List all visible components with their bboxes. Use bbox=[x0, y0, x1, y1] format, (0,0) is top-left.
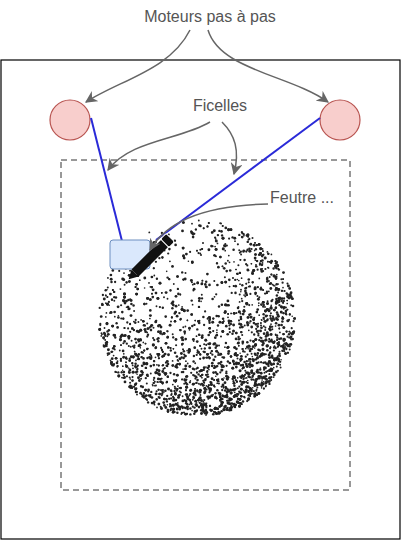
board-frame bbox=[1, 60, 400, 539]
stippled-sphere bbox=[98, 220, 296, 416]
string bbox=[91, 118, 122, 241]
stepper-motor bbox=[50, 100, 90, 140]
stepper-motor bbox=[320, 100, 360, 140]
callout-label: Moteurs pas à pas bbox=[142, 7, 278, 26]
drawing-area bbox=[61, 160, 350, 490]
callout-label: Feutre ... bbox=[268, 188, 336, 207]
leader-lines bbox=[86, 30, 328, 250]
marker-pen bbox=[124, 233, 174, 283]
callout-label: Ficelles bbox=[191, 96, 249, 115]
